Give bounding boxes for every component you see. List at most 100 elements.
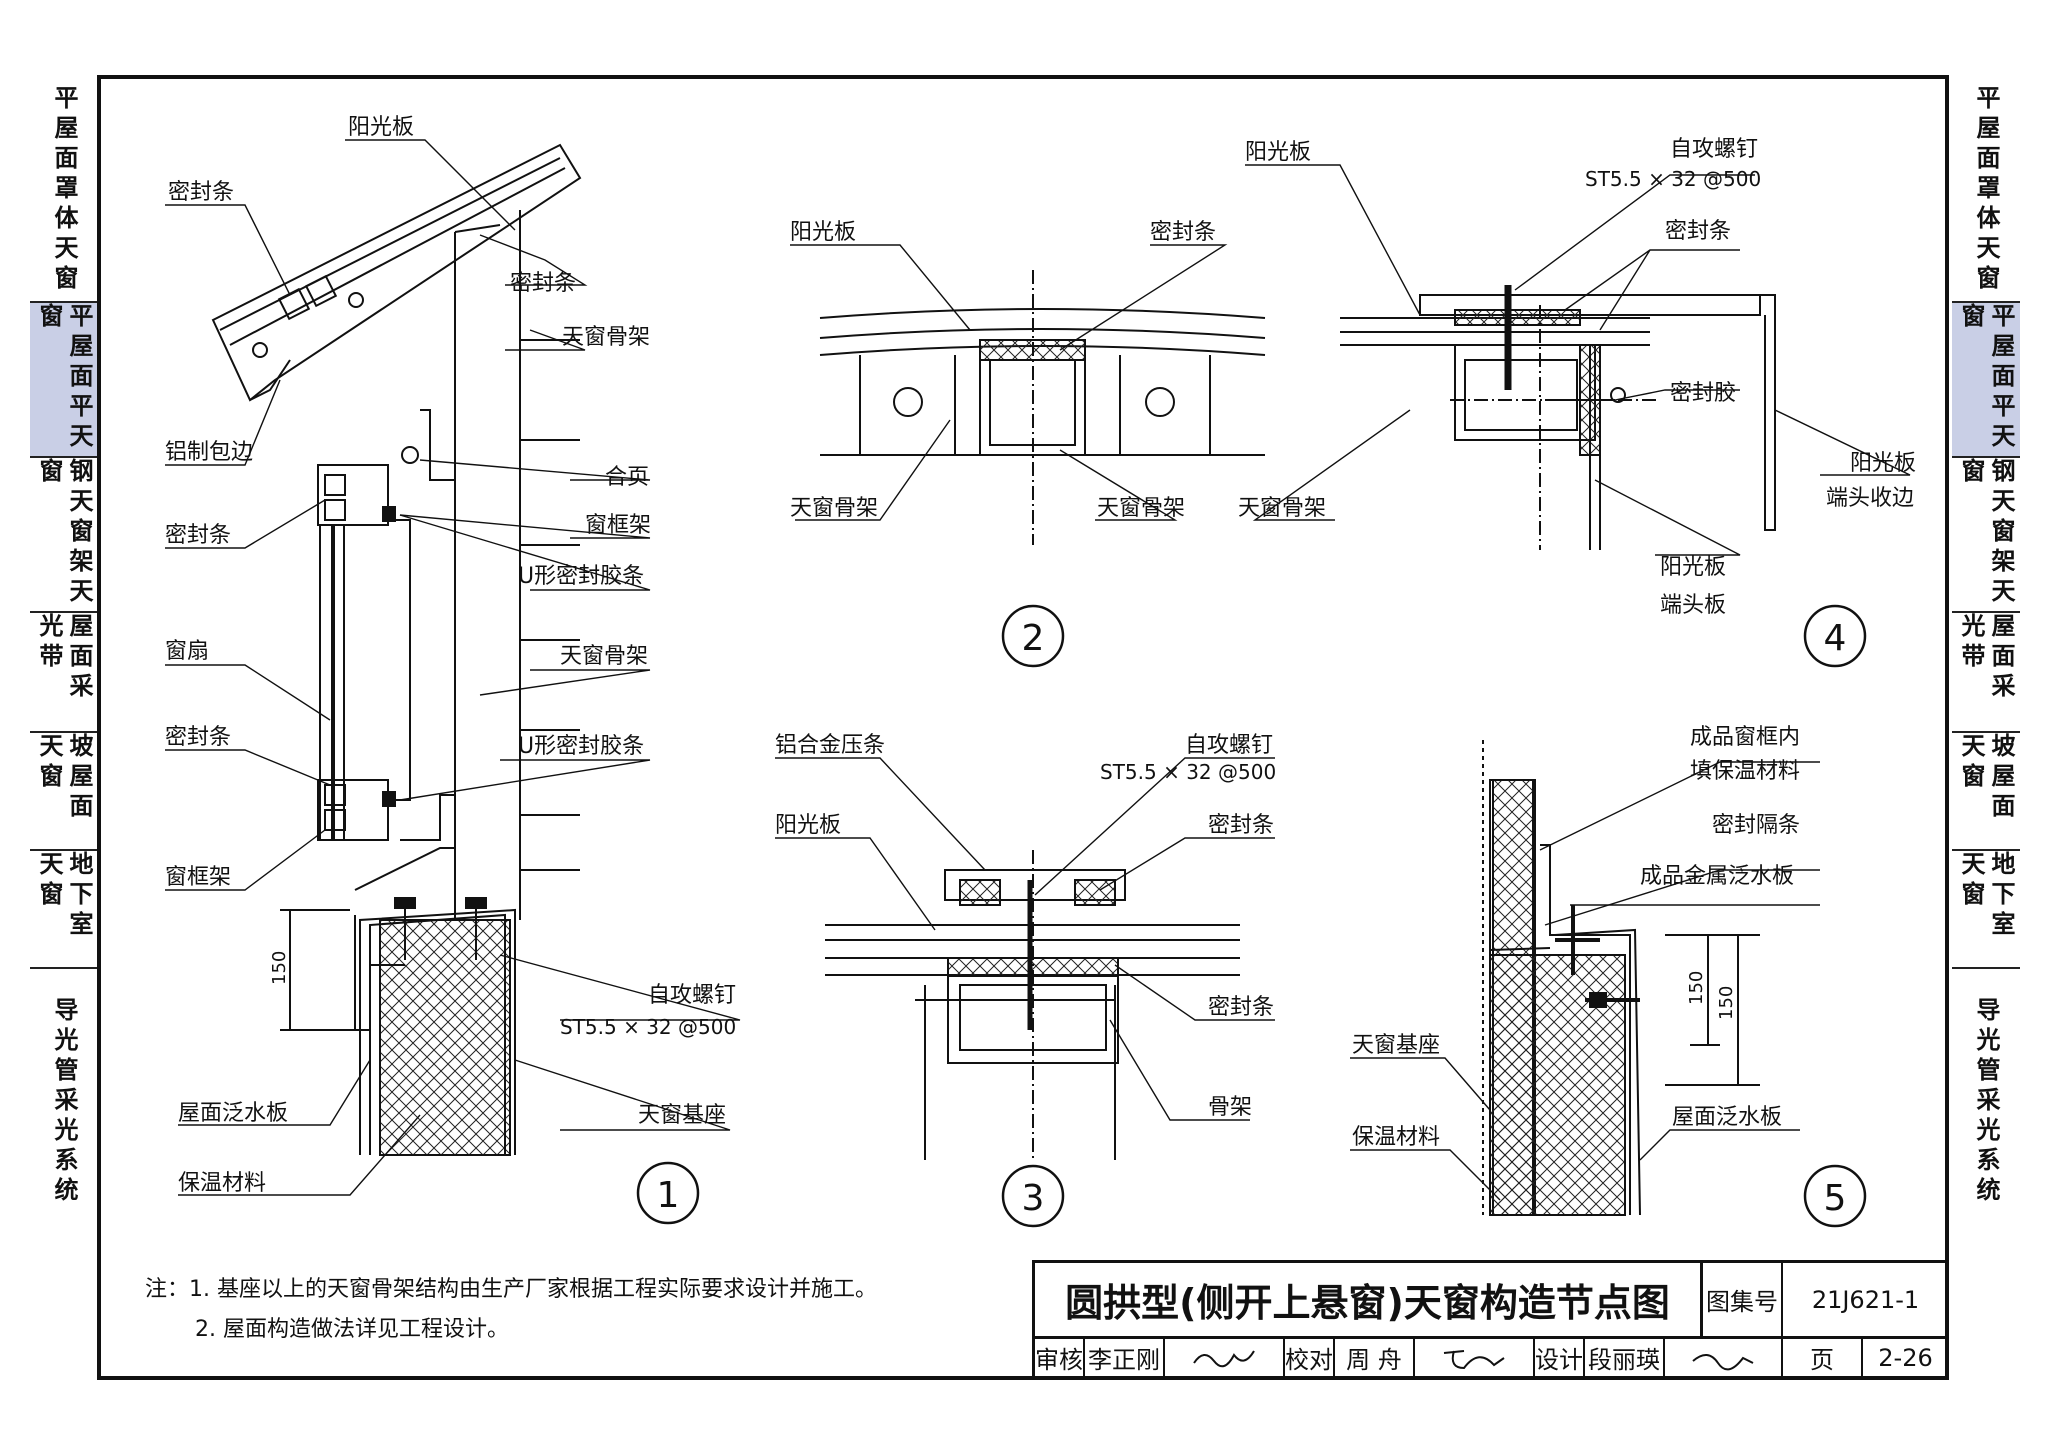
checker-signature [1415,1339,1535,1379]
label-d4-sunboard: 阳光板 [1245,140,1311,165]
label-d5-roof-flashing: 屋面泛水板 [1672,1105,1782,1130]
design-label: 设计 [1535,1339,1585,1379]
label-d4-frame: 天窗骨架 [1238,496,1326,521]
reviewer-name: 李正刚 [1085,1339,1165,1379]
note-line-2: 2. 屋面构造做法详见工程设计。 [195,1317,509,1342]
sidebar-tab-1[interactable]: 平屋面平天窗 [30,303,98,458]
sidebar-tab-5[interactable]: 地下室天窗 [30,851,98,969]
sidebar-tab-4[interactable]: 坡屋面天窗 [30,733,98,851]
left-sidebar: 平屋面罩体天窗 平屋面平天窗 钢天窗架天窗 屋面采光带 坡屋面天窗 地下室天窗 … [30,78,98,1378]
sidebar-tab-0[interactable]: 平屋面罩体天窗 [30,78,98,303]
label-d1-frame-2: 天窗骨架 [560,644,648,669]
label-d1-insulation: 保温材料 [178,1171,266,1196]
designer-signature [1665,1339,1783,1379]
tab-label: 坡屋面天窗 [35,733,93,823]
label-d4-endplate-2: 端头板 [1660,593,1726,618]
sidebar-tab-0[interactable]: 平屋面罩体天窗 [1952,78,2020,303]
detail-number-5: 5 [1824,1178,1847,1219]
label-d1-seal-strip-1: 密封条 [168,180,234,205]
label-d1-frame-1: 天窗骨架 [562,325,650,350]
detail-number-1: 1 [657,1175,680,1216]
tab-label: 导光管采光系统 [1972,996,2000,1207]
label-d5-infill-1: 成品窗框内 [1690,725,1800,750]
label-d4-endplate-1: 阳光板 [1660,555,1726,580]
label-d1-screw: 自攻螺钉 [648,983,736,1008]
sidebar-tab-3[interactable]: 屋面采光带 [30,613,98,733]
label-d1-dim: 150 [269,951,290,985]
sidebar-tab-6[interactable]: 导光管采光系统 [1952,969,2020,1234]
label-d5-metal-flashing: 成品金属泛水板 [1640,864,1794,889]
label-d5-base: 天窗基座 [1352,1033,1440,1058]
label-d2-sunboard: 阳光板 [790,220,856,245]
label-d3-seal-strip-1: 密封条 [1208,813,1274,838]
reviewer-signature [1165,1339,1285,1379]
label-d5-dim-b: 150 [1716,986,1737,1020]
right-sidebar: 平屋面罩体天窗 平屋面平天窗 钢天窗架天窗 屋面采光带 坡屋面天窗 地下室天窗 … [1952,78,2020,1378]
label-d3-alu-bead: 铝合金压条 [775,733,885,758]
tab-label: 坡屋面天窗 [1957,733,2015,823]
tab-label: 导光管采光系统 [50,996,78,1207]
label-d1-u-seal-1: U形密封胶条 [518,564,644,589]
page-number: 2-26 [1863,1339,1948,1379]
label-d1-seal-strip-3: 密封条 [165,523,231,548]
tab-label: 平屋面罩体天窗 [50,84,78,295]
tab-label: 地下室天窗 [1957,851,2015,941]
label-d2-frame-1: 天窗骨架 [790,496,878,521]
tab-label: 钢天窗架天窗 [1957,458,2015,608]
label-d1-seal-strip-2: 密封条 [510,271,576,296]
label-d4-screw-spec: ST5.5 × 32 @500 [1585,167,1761,191]
label-d1-seal-strip-4: 密封条 [165,725,231,750]
detail-number-3: 3 [1022,1178,1045,1219]
label-d1-hinge: 合页 [605,465,649,490]
notes: 注：1. 基座以上的天窗骨架结构由生产厂家根据工程实际要求设计并施工。 2. 屋… [145,1270,877,1350]
sidebar-tab-6[interactable]: 导光管采光系统 [30,969,98,1234]
signature-icon [1443,1349,1505,1369]
label-d1-alu-edge: 铝制包边 [165,440,253,465]
label-d3-seal-strip-2: 密封条 [1208,995,1274,1020]
label-d3-frame: 骨架 [1208,1095,1252,1120]
sidebar-tab-3[interactable]: 屋面采光带 [1952,613,2020,733]
label-d4-seal-strip: 密封条 [1665,219,1731,244]
check-label: 校对 [1285,1339,1335,1379]
label-d2-seal-strip: 密封条 [1150,220,1216,245]
label-d1-screw-spec: ST5.5 × 32 @500 [560,1015,736,1039]
tab-label: 平屋面平天窗 [1957,303,2015,453]
label-d2-frame-2: 天窗骨架 [1097,496,1185,521]
sidebar-tab-4[interactable]: 坡屋面天窗 [1952,733,2020,851]
label-d1-sunboard: 阳光板 [348,115,414,140]
tab-label: 地下室天窗 [35,851,93,941]
detail-number-2: 2 [1022,618,1045,659]
page-label: 页 [1783,1339,1863,1379]
atlas-label: 图集号 [1703,1263,1783,1339]
detail-2-drawing [819,270,1266,545]
sidebar-tab-2[interactable]: 钢天窗架天窗 [1952,458,2020,613]
label-d1-window-frame-2: 窗框架 [165,865,231,890]
label-d1-u-seal-2: U形密封胶条 [518,734,644,759]
review-label: 审核 [1035,1339,1085,1379]
detail-1-drawing [211,143,582,1156]
sidebar-tab-5[interactable]: 地下室天窗 [1952,851,2020,969]
label-d3-sunboard: 阳光板 [775,813,841,838]
tab-label: 平屋面罩体天窗 [1972,84,2000,295]
title-block: 圆拱型(侧开上悬窗)天窗构造节点图 图集号 21J621-1 审核 李正刚 校对… [1032,1260,1948,1379]
sidebar-tab-1[interactable]: 平屋面平天窗 [1952,303,2020,458]
atlas-number: 21J621-1 [1783,1263,1948,1339]
label-d1-sash: 窗扇 [165,639,209,664]
label-d5-insulation: 保温材料 [1352,1125,1440,1150]
detail-5-drawing [1482,740,1760,1216]
label-d5-dim-a: 150 [1686,971,1707,1005]
sidebar-tab-2[interactable]: 钢天窗架天窗 [30,458,98,613]
label-d3-screw: 自攻螺钉 [1185,733,1273,758]
tab-label: 屋面采光带 [1957,613,2015,703]
label-d5-seal-sep: 密封隔条 [1712,813,1800,838]
tab-label: 平屋面平天窗 [35,303,93,453]
label-d1-base: 天窗基座 [638,1103,726,1128]
label-d1-roof-flashing: 屋面泛水板 [178,1101,288,1126]
checker-name: 周 舟 [1335,1339,1415,1379]
tab-label: 屋面采光带 [35,613,93,703]
drawing-frame [97,75,1949,1380]
label-d3-screw-spec: ST5.5 × 32 @500 [1100,760,1276,784]
detail-4-drawing [1340,285,1776,550]
drawing-title: 圆拱型(侧开上悬窗)天窗构造节点图 [1035,1263,1703,1339]
